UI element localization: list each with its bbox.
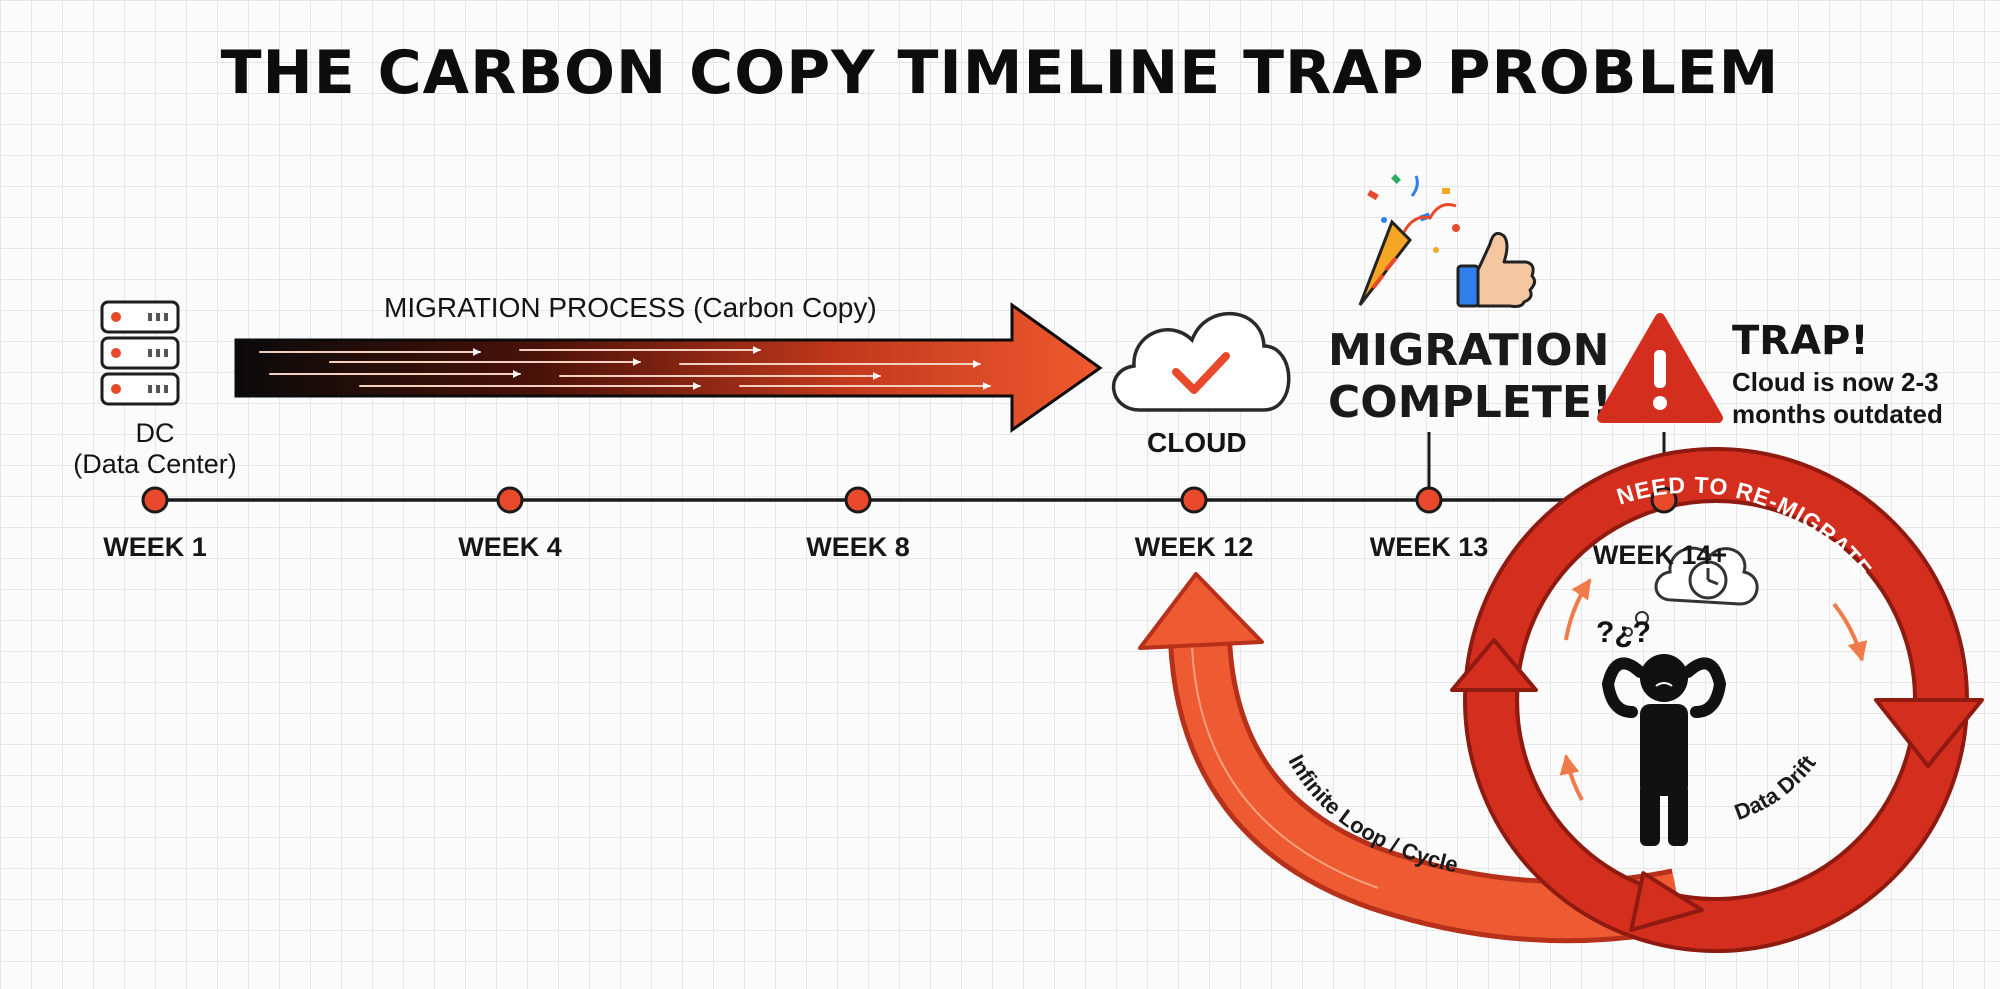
dc-label: DC (Data Center)	[60, 418, 250, 480]
week-8-label: WEEK 8	[806, 532, 910, 562]
clock-thought-icon	[1623, 546, 1759, 637]
confusion-marks: ?¿?	[1596, 616, 1651, 649]
dc-label-line1: DC	[135, 418, 175, 448]
thumbs-up-icon	[1456, 231, 1537, 308]
inner-cycle-arrows	[1559, 578, 1868, 801]
cloud-check-icon	[1111, 312, 1291, 412]
week-4-label: WEEK 4	[458, 532, 562, 562]
server-icon	[100, 300, 180, 406]
cloud-label: CLOUD	[1147, 427, 1247, 458]
week-8-dot	[844, 486, 872, 514]
data-drift-label: Data Drift	[1731, 750, 1821, 825]
week-1-dot	[141, 486, 169, 514]
week-12-label: WEEK 12	[1134, 532, 1254, 562]
migration-process-label: MIGRATION PROCESS (Carbon Copy)	[384, 292, 877, 323]
page-title: THE CARBON COPY TIMELINE TRAP PROBLEM	[220, 38, 1780, 108]
migration-complete-line2: COMPLETE!	[1328, 377, 1612, 428]
confused-person-icon	[1601, 654, 1727, 846]
week-12-dot	[1180, 486, 1208, 514]
data-drift-label-path: Data Drift	[1731, 750, 1821, 825]
migration-complete-label: MIGRATION COMPLETE!	[1328, 325, 1612, 429]
trap-title: TRAP!	[1732, 318, 1869, 364]
migration-complete-line1: MIGRATION	[1328, 325, 1610, 376]
week-4-dot	[496, 486, 524, 514]
remigrate-loop-ring	[1450, 447, 1984, 953]
trap-description-line2: months outdated	[1732, 399, 1943, 429]
week-14-dot	[1650, 486, 1678, 514]
dc-label-line2: (Data Center)	[73, 449, 237, 479]
timeline-dots	[141, 486, 1678, 514]
week-13-label: WEEK 13	[1369, 532, 1489, 562]
warning-icon	[1597, 313, 1723, 423]
trap-description-line1: Cloud is now 2-3	[1732, 367, 1939, 397]
week-1-label: WEEK 1	[103, 532, 207, 562]
trap-description: Cloud is now 2-3 months outdated	[1732, 366, 1943, 430]
party-popper-icon	[1358, 174, 1460, 306]
week-14-label: WEEK 14+	[1592, 540, 1728, 570]
migration-process-arrow	[234, 302, 1103, 433]
week-13-dot	[1415, 486, 1443, 514]
